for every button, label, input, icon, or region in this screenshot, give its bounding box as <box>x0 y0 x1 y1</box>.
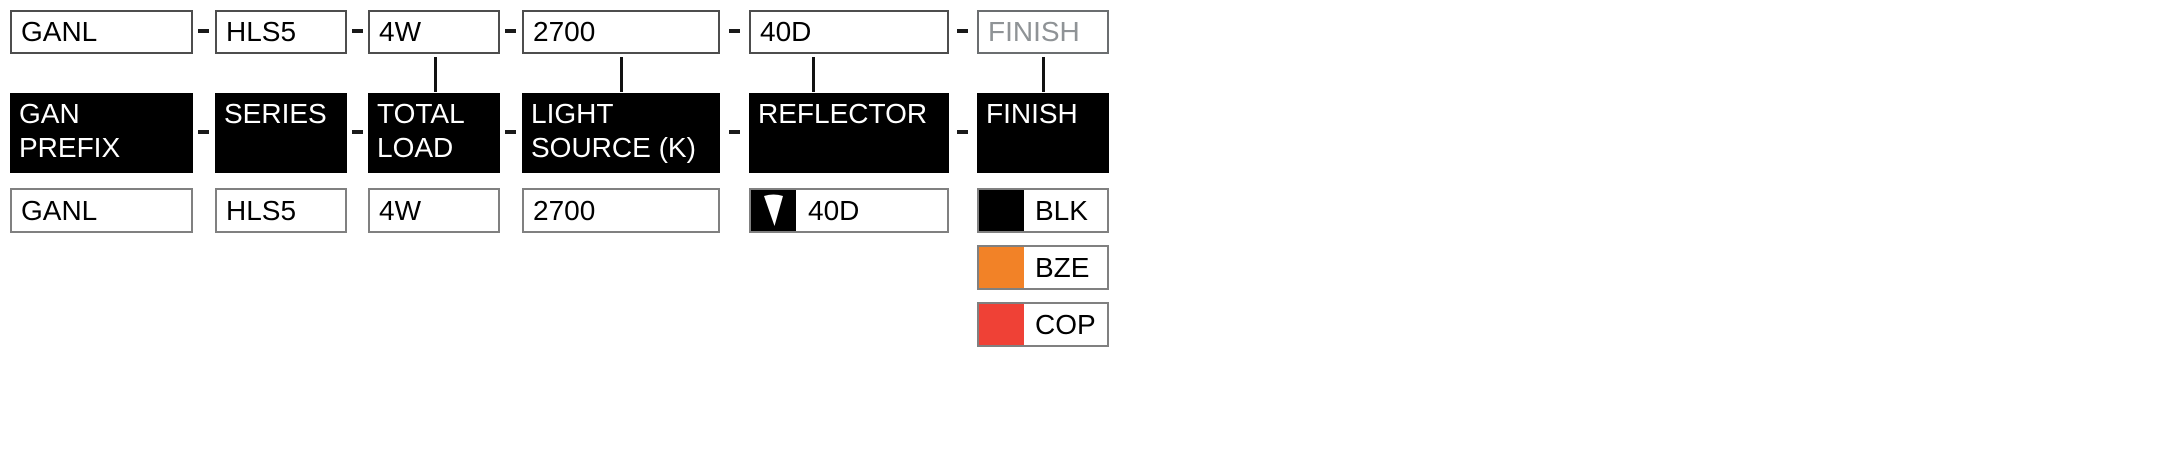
separator-dash <box>729 29 740 33</box>
separator-dash <box>352 29 363 33</box>
separator-dash <box>957 29 968 33</box>
label-reflector: REFLECTOR <box>749 93 949 173</box>
value-field-total-load[interactable]: 4W <box>368 188 500 233</box>
finish-option-label: COP <box>1035 308 1096 340</box>
finish-option-blk[interactable]: BLK <box>977 188 1109 233</box>
label-gan-prefix: GAN PREFIX <box>10 93 193 173</box>
connector-line-total-load <box>434 57 437 92</box>
code-input-series[interactable]: HLS5 <box>215 10 347 54</box>
dropdown-triangle-icon <box>751 190 796 231</box>
connector-line-reflector <box>812 57 815 92</box>
finish-option-label: BLK <box>1035 194 1088 226</box>
value-field-gan-prefix[interactable]: GANL <box>10 188 193 233</box>
connector-line-finish <box>1042 57 1045 92</box>
code-input-light-source[interactable]: 2700 <box>522 10 720 54</box>
label-light-source: LIGHT SOURCE (K) <box>522 93 720 173</box>
finish-option-cop[interactable]: COP <box>977 302 1109 347</box>
bronze-swatch-icon <box>979 247 1024 288</box>
separator-dash <box>957 130 968 134</box>
separator-dash <box>198 29 209 33</box>
value-field-light-source[interactable]: 2700 <box>522 188 720 233</box>
finish-option-label: BZE <box>1035 251 1090 283</box>
separator-dash <box>729 130 740 134</box>
finish-option-bze[interactable]: BZE <box>977 245 1109 290</box>
separator-dash <box>505 29 516 33</box>
code-input-reflector[interactable]: 40D <box>749 10 949 54</box>
code-input-finish[interactable]: FINISH <box>977 10 1109 54</box>
label-total-load: TOTAL LOAD <box>368 93 500 173</box>
separator-dash <box>505 130 516 134</box>
separator-dash <box>352 130 363 134</box>
label-series: SERIES <box>215 93 347 173</box>
copper-swatch-icon <box>979 304 1024 345</box>
connector-line-light-source <box>620 57 623 92</box>
label-finish: FINISH <box>977 93 1109 173</box>
black-swatch-icon <box>979 190 1024 231</box>
reflector-dropdown[interactable]: 40D <box>749 188 949 233</box>
value-field-series[interactable]: HLS5 <box>215 188 347 233</box>
separator-dash <box>198 130 209 134</box>
code-input-gan-prefix[interactable]: GANL <box>10 10 193 54</box>
reflector-dropdown-value: 40D <box>808 194 860 226</box>
code-input-total-load[interactable]: 4W <box>368 10 500 54</box>
